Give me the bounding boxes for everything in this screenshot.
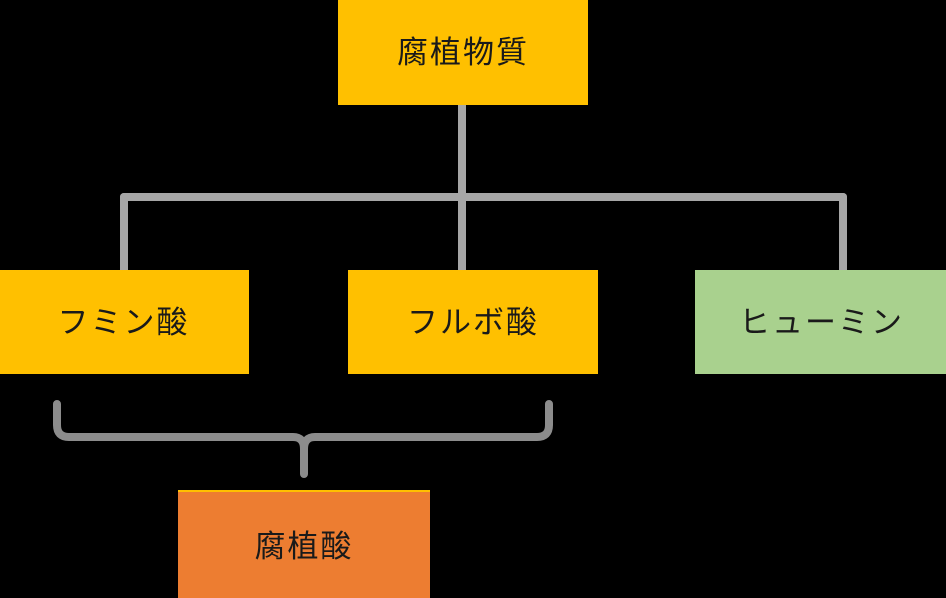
node-humin[interactable]: ヒューミン — [695, 270, 946, 374]
node-humin-acid[interactable]: フミン酸 — [0, 270, 249, 374]
node-humin-label: ヒューミン — [739, 304, 904, 340]
node-fulvic-acid[interactable]: フルボ酸 — [348, 270, 598, 374]
connector-brace-right-arm — [300, 400, 553, 453]
node-humic-acid[interactable]: 腐植酸 — [178, 490, 430, 598]
node-humic-substances[interactable]: 腐植物質 — [338, 0, 588, 105]
node-humin-acid-label: フミン酸 — [57, 304, 190, 340]
connector-brace-left-arm — [53, 400, 308, 453]
node-fulvic-acid-label: フルボ酸 — [407, 304, 539, 340]
node-humic-acid-label: 腐植酸 — [254, 528, 354, 564]
node-humic-substances-label: 腐植物質 — [397, 35, 529, 70]
